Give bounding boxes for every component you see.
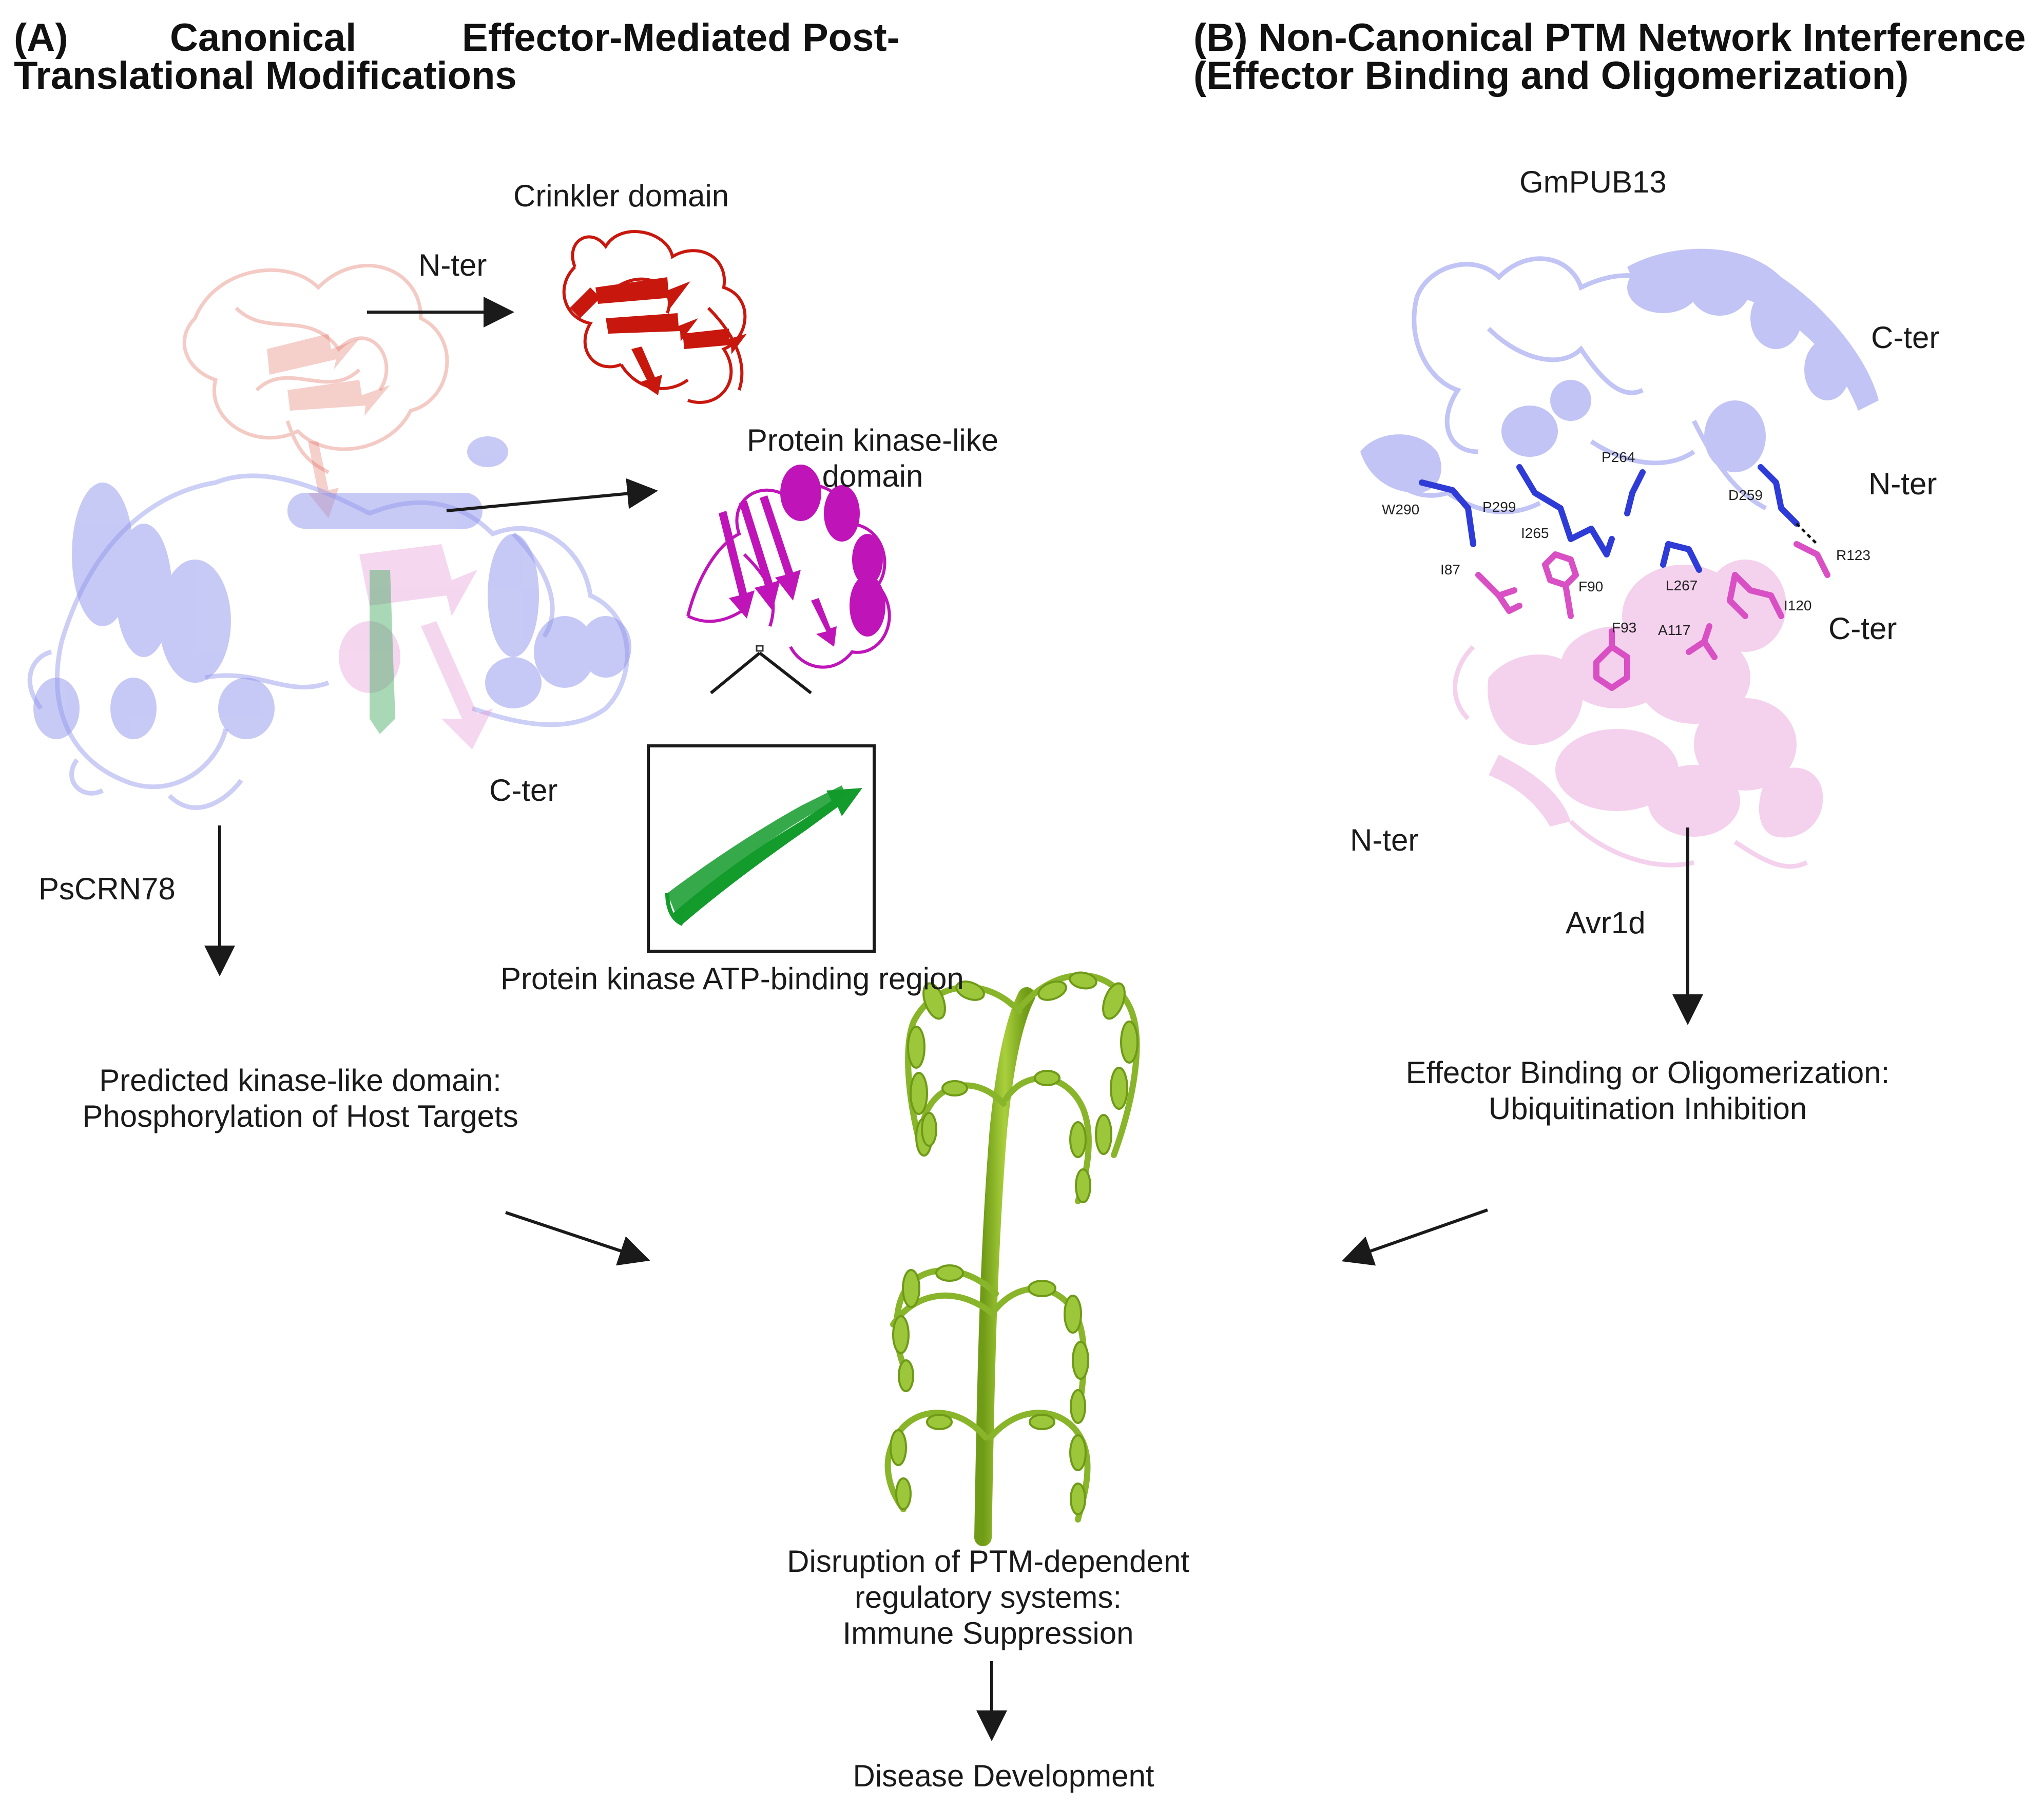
atp-binding-region-label: Protein kinase ATP-binding region [500, 961, 964, 996]
residue-label-l267: L267 [1666, 578, 1698, 593]
pscrn78-label: PsCRN78 [38, 872, 176, 906]
interface-residues-blue [1419, 464, 1800, 573]
kinase-domain-label-line2: domain [822, 459, 923, 493]
residue-label-p299: P299 [1482, 499, 1516, 515]
panel-a-outcome-line1: Predicted kinase-like domain: [99, 1063, 502, 1098]
residue-label-i265: I265 [1521, 525, 1549, 541]
avr1d-structure [1453, 560, 1823, 869]
panel-b-outcome-line1: Effector Binding or Oligomerization: [1405, 1055, 1890, 1090]
panel-a-heading-part1: (A) [14, 16, 68, 60]
atp-binding-zoom-box [647, 651, 876, 953]
panel-b-heading-line1: (B) Non-Canonical PTM Network Interferen… [1193, 16, 2026, 60]
kinase-domain-label-line1: Protein kinase-like [746, 423, 999, 457]
disruption-line3: Immune Suppression [842, 1616, 1134, 1650]
left-to-plant-arrow [505, 1211, 650, 1266]
residue-label-p264: P264 [1602, 449, 1635, 465]
n-terminus-label: N-ter [418, 248, 487, 282]
residue-label-r123: R123 [1836, 547, 1871, 563]
disruption-line1: Disruption of PTM-dependent [787, 1544, 1189, 1579]
crinkler-domain-label: Crinkler domain [513, 179, 729, 213]
panel-a-heading-part3: Effector-Mediated Post- [462, 16, 900, 60]
gmpub13-label: GmPUB13 [1519, 165, 1667, 199]
panel-b-heading-line2: (Effector Binding and Oligomerization) [1193, 54, 1909, 98]
avr1d-c-terminus-label: C-ter [1828, 611, 1897, 646]
interface-residues-pink [1475, 541, 1830, 691]
residue-label-i87: I87 [1440, 562, 1460, 578]
gmpub13-c-terminus-label: C-ter [1871, 320, 1940, 355]
crinkler-domain-structure [562, 230, 747, 404]
c-terminus-label: C-ter [489, 773, 558, 807]
panel-a-heading-line2: Translational Modifications [14, 54, 517, 98]
avr1d-label: Avr1d [1566, 906, 1646, 940]
residue-label-f93: F93 [1612, 620, 1637, 636]
avr1d-n-terminus-label: N-ter [1350, 823, 1419, 857]
residue-label-d259: D259 [1728, 487, 1763, 503]
panel-b-outcome-line2: Ubiquitination Inhibition [1488, 1091, 1807, 1126]
body-to-kinase-arrow [446, 478, 658, 512]
wilting-plant-illustration [884, 971, 1140, 1546]
pscrn78-full-structure [27, 263, 631, 810]
residue-label-a117: A117 [1658, 622, 1691, 638]
panel-a-heading-part2: Canonical [170, 16, 357, 60]
hydrogen-bond-dashes [1796, 523, 1818, 545]
disease-development-label: Disease Development [853, 1759, 1154, 1793]
atp-binding-strand [665, 785, 862, 926]
residue-label-f90: F90 [1578, 579, 1604, 594]
gmpub13-n-terminus-label: N-ter [1868, 467, 1937, 501]
right-to-plant-arrow [1341, 1208, 1488, 1266]
panel-a-outcome-line2: Phosphorylation of Host Targets [82, 1099, 518, 1133]
disruption-line2: regulatory systems: [854, 1580, 1122, 1614]
gmpub13-structure [1360, 248, 1879, 514]
residue-label-w290: W290 [1382, 502, 1420, 517]
residue-label-i120: I120 [1784, 598, 1812, 613]
kinase-like-domain-structure [686, 465, 891, 669]
